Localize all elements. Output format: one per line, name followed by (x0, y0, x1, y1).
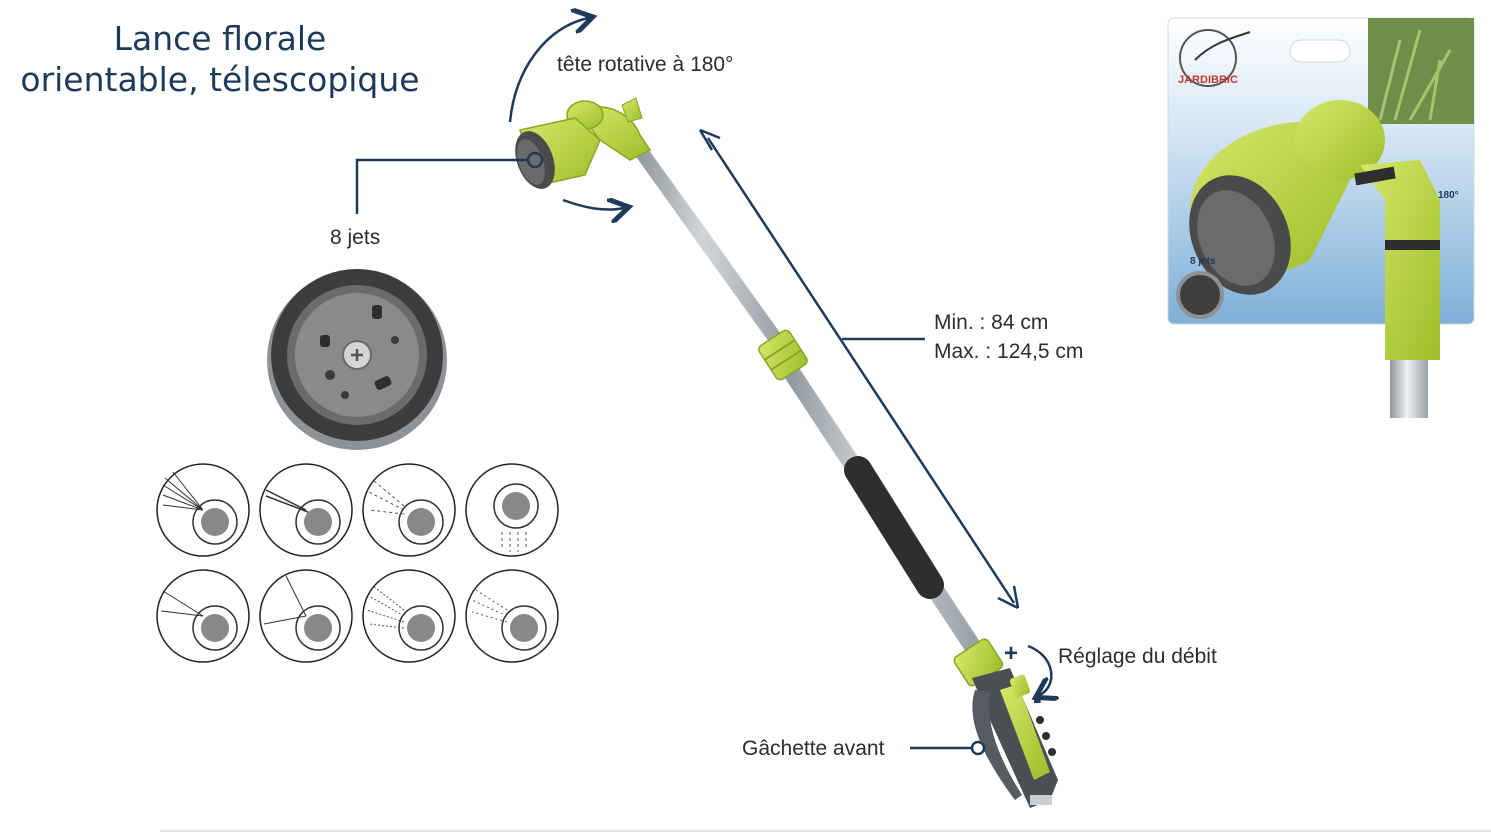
jet-pattern-jet (259, 463, 353, 557)
length-min-label: Min. : 84 cm (934, 311, 1049, 334)
flow-adjust-arrow (1027, 644, 1051, 695)
pack-angle-badge: 180° (1438, 190, 1459, 201)
jet-pattern-shower (465, 463, 559, 557)
jet-patterns (156, 463, 559, 663)
jet-pattern-flat (259, 569, 353, 663)
rotation-arrow-up (508, 18, 588, 123)
nozzle-head (515, 97, 652, 189)
jet-pattern-mist (362, 463, 456, 557)
jet-pattern-center (465, 569, 559, 663)
flow-adjust-label: Réglage du débit (1058, 645, 1217, 668)
packaging-photo (1167, 17, 1475, 418)
flow-plus-sign: + (1004, 640, 1019, 667)
coupling (758, 329, 808, 381)
jets-label: 8 jets (330, 226, 381, 249)
length-max-label: Max. : 124,5 cm (934, 340, 1084, 363)
length-arrow-head-top (698, 128, 721, 151)
rotation-arrow-down (562, 200, 624, 210)
title-line-2: orientable, télescopique (20, 60, 420, 99)
title-line-1: Lance florale (113, 19, 327, 58)
jet-pattern-cone (156, 569, 250, 663)
product-title: Lance florale orientable, télescopique (0, 18, 440, 100)
length-arrow-line (706, 137, 1016, 604)
annotations (355, 18, 1051, 756)
jet-pattern-fan (156, 463, 250, 557)
foam-grip (844, 456, 944, 599)
handle (953, 638, 1058, 808)
wand (633, 143, 984, 659)
pack-brand-logo: JARDIBRIC (1178, 74, 1238, 86)
trigger-label: Gâchette avant (742, 737, 885, 760)
jets-leader (355, 158, 528, 214)
trigger-leader-dot (970, 740, 986, 756)
jet-pattern-soaker (362, 569, 456, 663)
rotating-head-label: tête rotative à 180° (557, 53, 734, 76)
pack-jets-badge: 8 jets (1190, 256, 1216, 267)
nozzle-face-closeup (267, 269, 447, 450)
length-arrow-head-bottom (997, 585, 1020, 610)
